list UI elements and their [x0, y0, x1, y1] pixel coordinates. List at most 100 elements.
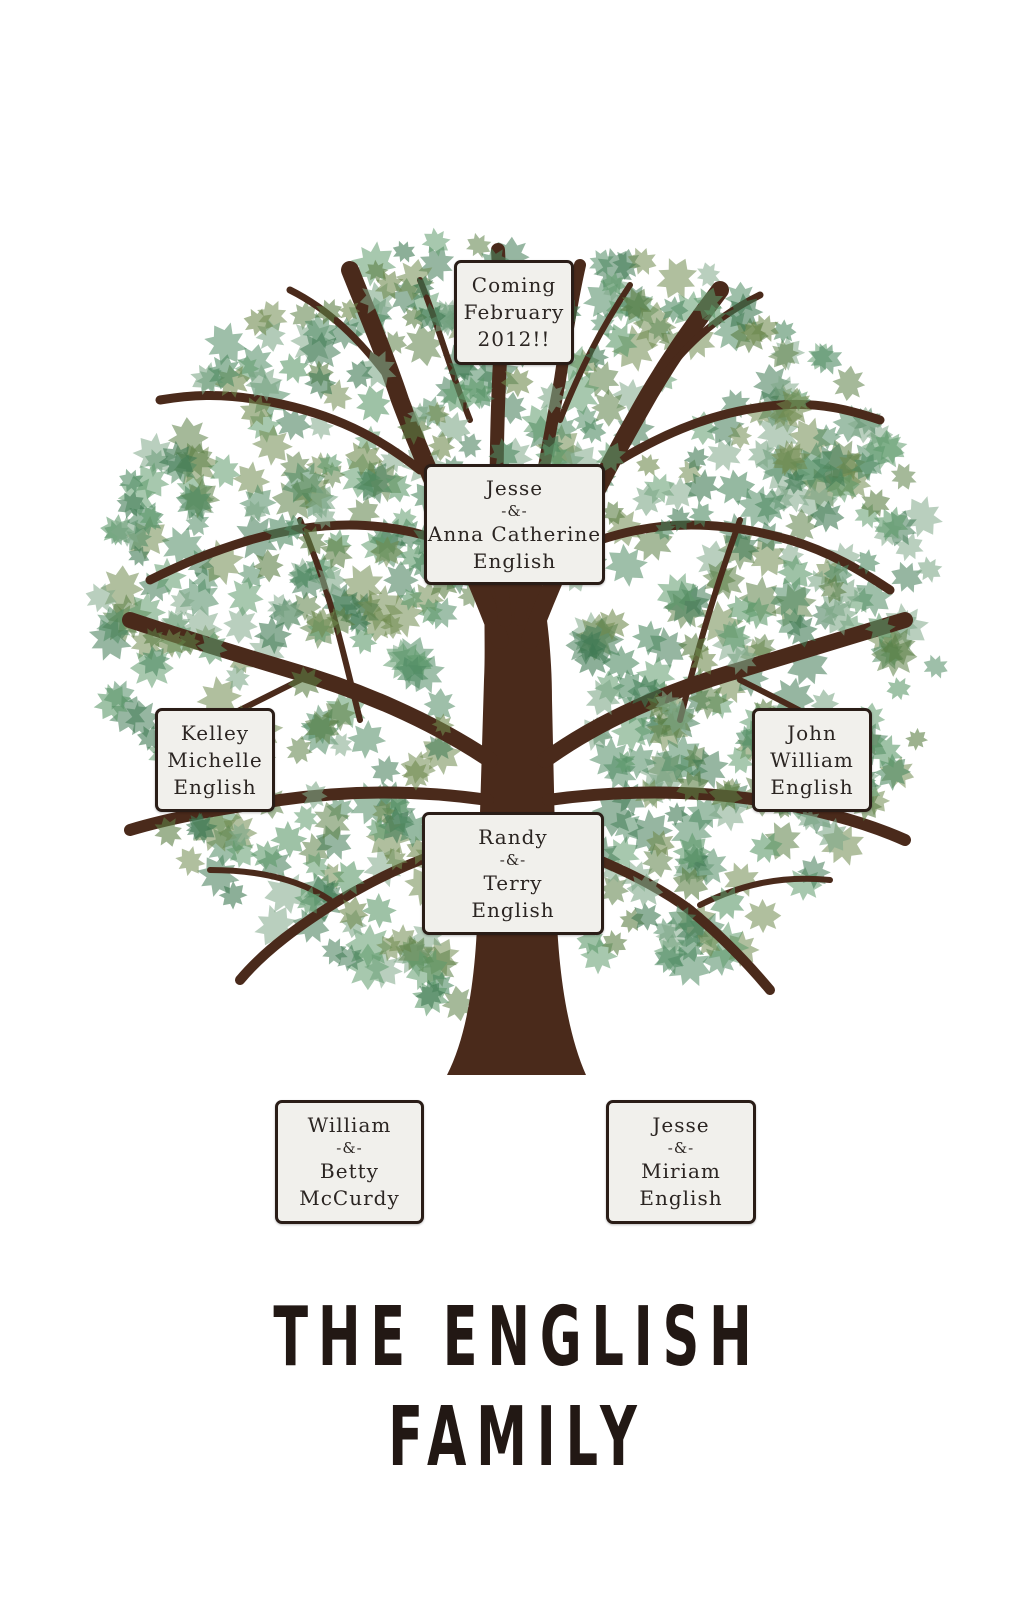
leaf: [812, 424, 841, 451]
leaf: [253, 549, 284, 583]
leaf: [901, 496, 943, 538]
leaf: [119, 468, 144, 494]
leaf: [614, 750, 636, 774]
leaf: [132, 432, 178, 478]
leaf: [431, 713, 455, 737]
leaf: [678, 459, 703, 485]
leaf: [187, 549, 214, 578]
leaf: [383, 472, 412, 503]
leaf: [369, 518, 409, 555]
leaf: [806, 570, 831, 593]
leaf: [706, 408, 745, 447]
leaf: [923, 654, 948, 679]
leaf: [314, 801, 350, 841]
leaf: [750, 314, 779, 342]
leaf: [676, 932, 705, 962]
leaf: [599, 873, 629, 906]
card-ampersand: -&-: [501, 501, 528, 520]
leaf: [415, 302, 447, 332]
leaf: [584, 344, 610, 369]
leaf: [666, 505, 693, 532]
leaf: [579, 418, 607, 444]
leaf: [872, 429, 908, 465]
leaf: [458, 433, 482, 459]
card-line: Miriam: [641, 1159, 721, 1183]
leaf: [85, 583, 117, 613]
leaf: [132, 462, 170, 500]
leaf: [421, 227, 451, 257]
leaf: [274, 598, 304, 630]
leaf: [370, 755, 401, 786]
card-ampersand: -&-: [336, 1139, 363, 1157]
card-line: Betty: [320, 1159, 379, 1183]
leaf: [228, 822, 251, 848]
leaf: [726, 746, 754, 774]
leaf: [130, 626, 162, 661]
leaf: [169, 589, 195, 617]
leaf: [854, 502, 881, 529]
leaf: [894, 532, 924, 562]
leaf: [364, 296, 393, 327]
leaf: [357, 585, 404, 632]
leaf: [595, 441, 627, 473]
leaf: [379, 447, 407, 473]
leaf: [287, 666, 323, 699]
leaf: [405, 648, 433, 676]
leaf: [161, 526, 204, 566]
leaf: [304, 367, 337, 400]
leaf: [891, 561, 923, 593]
leaf: [688, 501, 715, 528]
leaf: [688, 645, 719, 676]
leaf: [413, 275, 435, 299]
leaf: [393, 809, 432, 848]
poster-title: THE ENGLISH FAMILY: [273, 1290, 762, 1485]
leaf: [341, 564, 384, 608]
leaf: [243, 308, 274, 337]
leaf: [706, 438, 742, 472]
leaf: [312, 505, 337, 530]
leaf: [696, 262, 721, 288]
leaf: [332, 860, 365, 896]
leaf: [603, 755, 637, 790]
leaf: [585, 679, 621, 716]
leaf: [138, 505, 163, 531]
card-john-william: John William English: [752, 708, 872, 812]
leaf: [356, 385, 391, 423]
card-jesse-miriam: Jesse -&- Miriam English: [606, 1100, 756, 1224]
leaf: [415, 979, 446, 1010]
leaf: [744, 898, 782, 934]
card-line: English: [770, 774, 854, 799]
leaf: [788, 417, 832, 462]
leaf: [643, 473, 675, 504]
card-line: Anna Catherine: [427, 521, 602, 546]
leaf: [600, 272, 626, 297]
leaf: [359, 350, 397, 388]
leaf: [185, 812, 218, 844]
leaf: [128, 545, 150, 567]
leaf: [626, 873, 664, 908]
leaf: [814, 817, 851, 854]
leaf: [672, 832, 712, 871]
leaf: [304, 710, 340, 745]
leaf: [395, 656, 429, 690]
leaf: [441, 985, 475, 1022]
leaf: [109, 694, 148, 734]
leaf: [767, 338, 800, 371]
leaf: [667, 945, 711, 987]
leaf: [726, 645, 757, 675]
foliage-front: [93, 240, 943, 1017]
leaf: [717, 619, 751, 653]
leaf: [727, 422, 753, 450]
leaf: [836, 449, 866, 480]
leaf: [667, 904, 697, 934]
leaf: [314, 565, 347, 596]
card-line: English: [173, 774, 257, 799]
leaf: [654, 944, 685, 975]
leaf: [177, 630, 201, 656]
leaf: [405, 949, 448, 991]
leaf: [749, 832, 783, 863]
leaf: [873, 506, 909, 541]
leaf: [770, 440, 806, 476]
card-line: William: [770, 747, 854, 772]
